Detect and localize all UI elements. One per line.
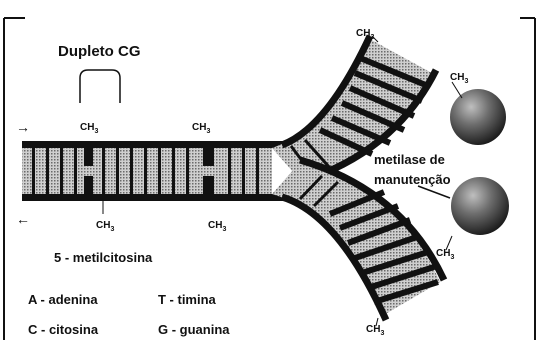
legend-item-adenina: A - adenina [28, 292, 98, 307]
methyl-ch3-parental-bottom-2: CH3 [208, 220, 226, 233]
legend-item-timina: T - timina [158, 292, 217, 307]
methyl-ch3-lower-enzyme: CH3 [436, 236, 454, 261]
dupleto-cg-title: Dupleto CG [58, 43, 141, 60]
methyl-ch3-parental-top-1: CH3 [80, 122, 98, 135]
methyl-ch3-lower-strand: CH3 [366, 318, 384, 337]
legend-item-guanina: G - guanina [158, 322, 230, 337]
enzyme-label-line2: manutenção [374, 172, 451, 187]
bottom-backbone [22, 194, 284, 201]
svg-text:CH3: CH3 [436, 248, 454, 261]
base-legend: A - adenina T - timina C - citosina G - … [28, 292, 230, 337]
methylcytosine-label: 5 - metilcitosina [54, 250, 153, 265]
methylase-enzyme-lower [451, 177, 509, 235]
svg-text:CH3: CH3 [96, 220, 114, 233]
strand-direction-arrow-bottom: ← [16, 211, 30, 227]
svg-text:CH3: CH3 [366, 324, 384, 337]
top-backbone [22, 141, 284, 148]
legend-item-citosina: C - citosina [28, 322, 99, 337]
methylase-enzyme-upper [450, 89, 506, 145]
parental-dna-duplex [22, 141, 284, 201]
strand-direction-arrow-top: → [16, 119, 30, 135]
methyl-ch3-parental-bottom-1: CH3 [96, 201, 114, 233]
enzyme-label-line1: metilase de [374, 152, 445, 167]
methyl-ch3-parental-top-2: CH3 [192, 122, 210, 135]
enzyme-pointer-line [418, 186, 450, 198]
svg-text:CH3: CH3 [80, 122, 98, 135]
dupleto-bracket [80, 70, 120, 103]
svg-text:CH3: CH3 [192, 122, 210, 135]
svg-text:CH3: CH3 [208, 220, 226, 233]
